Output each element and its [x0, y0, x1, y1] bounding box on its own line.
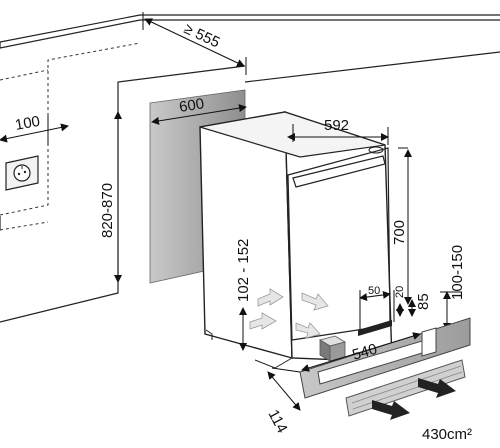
depth-dimension [142, 12, 247, 75]
plinth-height-label: 100-150 [449, 245, 466, 300]
door-handle [292, 155, 386, 188]
appliance-height-label: 700 [391, 220, 408, 245]
vent-area-label: 430cm² [422, 426, 472, 443]
plinth-offset-label: 85 [415, 293, 432, 310]
feet-range-label: 102 - 152 [235, 239, 252, 302]
vent-gap-label: 20 [394, 286, 406, 298]
plinth-depth-label: 540 [350, 341, 379, 364]
appliance-height-dimension [398, 147, 412, 305]
appliance-width-label: 592 [324, 117, 349, 134]
vent-offset-label: 50 [368, 285, 380, 297]
vent-slot [358, 290, 416, 336]
setback-label: 114 [264, 407, 290, 436]
niche-width-dimension [151, 104, 247, 125]
plinth-airflow-icon [372, 378, 456, 420]
plinth-depth-dimension [301, 332, 421, 372]
niche-height-label: 820-870 [99, 183, 116, 238]
setback-dimension [267, 367, 301, 411]
niche-width-label: 600 [178, 95, 205, 116]
depth-label: ≥ 555 [181, 20, 222, 51]
hidden-cabinet-lines [0, 42, 141, 231]
socket-offset-dimension [0, 115, 69, 145]
socket-offset-label: 100 [14, 113, 42, 134]
appliance-width-dimension [287, 124, 389, 145]
power-socket-icon [5, 155, 39, 191]
plinth-height-dimension [440, 291, 462, 331]
vent-box [318, 335, 347, 362]
